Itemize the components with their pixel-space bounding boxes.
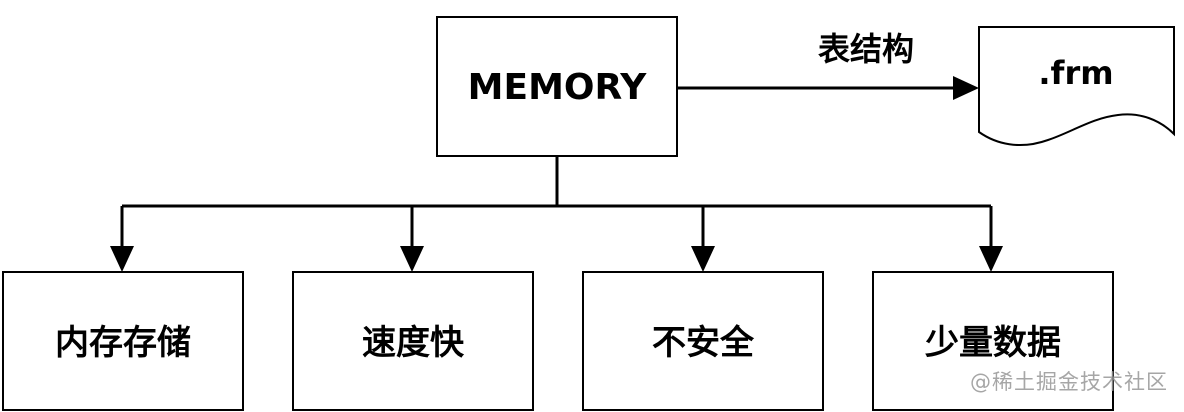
table-structure-label: 表结构 <box>818 30 914 68</box>
child-label-unsafe: 不安全 <box>652 323 755 363</box>
branch-arrowhead-1 <box>110 246 134 272</box>
memory-node <box>436 16 678 157</box>
child-node-unsafe <box>582 271 824 411</box>
branch-arrowhead-4 <box>979 246 1003 272</box>
branch-arrowhead-2 <box>400 246 424 272</box>
branch-arrowhead-3 <box>691 246 715 272</box>
child-label-fast: 速度快 <box>362 323 465 363</box>
watermark-text: @稀土掘金技术社区 <box>970 370 1168 394</box>
child-node-memory-storage <box>2 271 244 411</box>
child-node-fast <box>292 271 534 411</box>
child-label-memory-storage: 内存存储 <box>55 323 191 363</box>
child-node-small-data <box>872 271 1114 411</box>
table-structure-arrowhead <box>953 76 979 100</box>
frm-file-label: .frm <box>1038 54 1113 92</box>
frm-file-node <box>978 26 1175 147</box>
memory-node-label: MEMORY <box>468 67 648 108</box>
child-label-small-data: 少量数据 <box>925 323 1061 363</box>
